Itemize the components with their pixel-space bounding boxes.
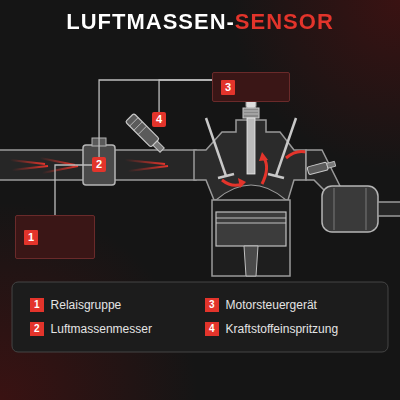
legend-text: Luftmassenmesser [51,322,152,336]
legend-text: Relaisgruppe [51,298,122,312]
valves [206,118,296,178]
connecting-rod [244,246,258,276]
control-unit-box: 3 [212,72,290,102]
legend-panel [12,282,388,352]
lambda-sensor [307,160,336,175]
callout-number: 2 [92,157,106,172]
wire [99,80,212,157]
fuel-injector [125,113,166,154]
legend-number: 1 [30,298,44,312]
legend-row: 3 Motorsteuergerät [205,298,317,312]
title-row: LUFTMASSEN-SENSOR [0,9,400,35]
callout-number: 4 [156,113,162,126]
callout-number: 1 [24,230,38,245]
legend-row: 1 Relaisgruppe [30,298,121,312]
catalytic-converter [322,186,378,232]
cylinder [212,200,290,276]
title: LUFTMASSEN-SENSOR [66,9,334,35]
legend-number: 4 [205,322,219,336]
legend-number: 2 [30,322,44,336]
piston [216,212,286,246]
combustion-chamber [216,185,286,200]
converter-ribs [334,188,366,230]
wire [159,80,212,112]
tailpipe [378,202,400,216]
relay-box: 1 [15,215,95,259]
legend-row: 2 Luftmassenmesser [30,322,152,336]
legend-row: 4 Kraftstoffeinspritzung [205,322,338,336]
flow-arrows [222,151,314,185]
spark-plug [243,96,259,174]
callout-number: 4 [152,112,166,127]
legend-text: Kraftstoffeinspritzung [226,322,339,336]
legend-number: 3 [205,298,219,312]
callout-number: 2 [96,158,102,171]
wire [55,165,92,215]
piston-rings [216,218,286,223]
legend-text: Motorsteuergerät [226,298,317,312]
callout-number: 3 [221,80,235,95]
